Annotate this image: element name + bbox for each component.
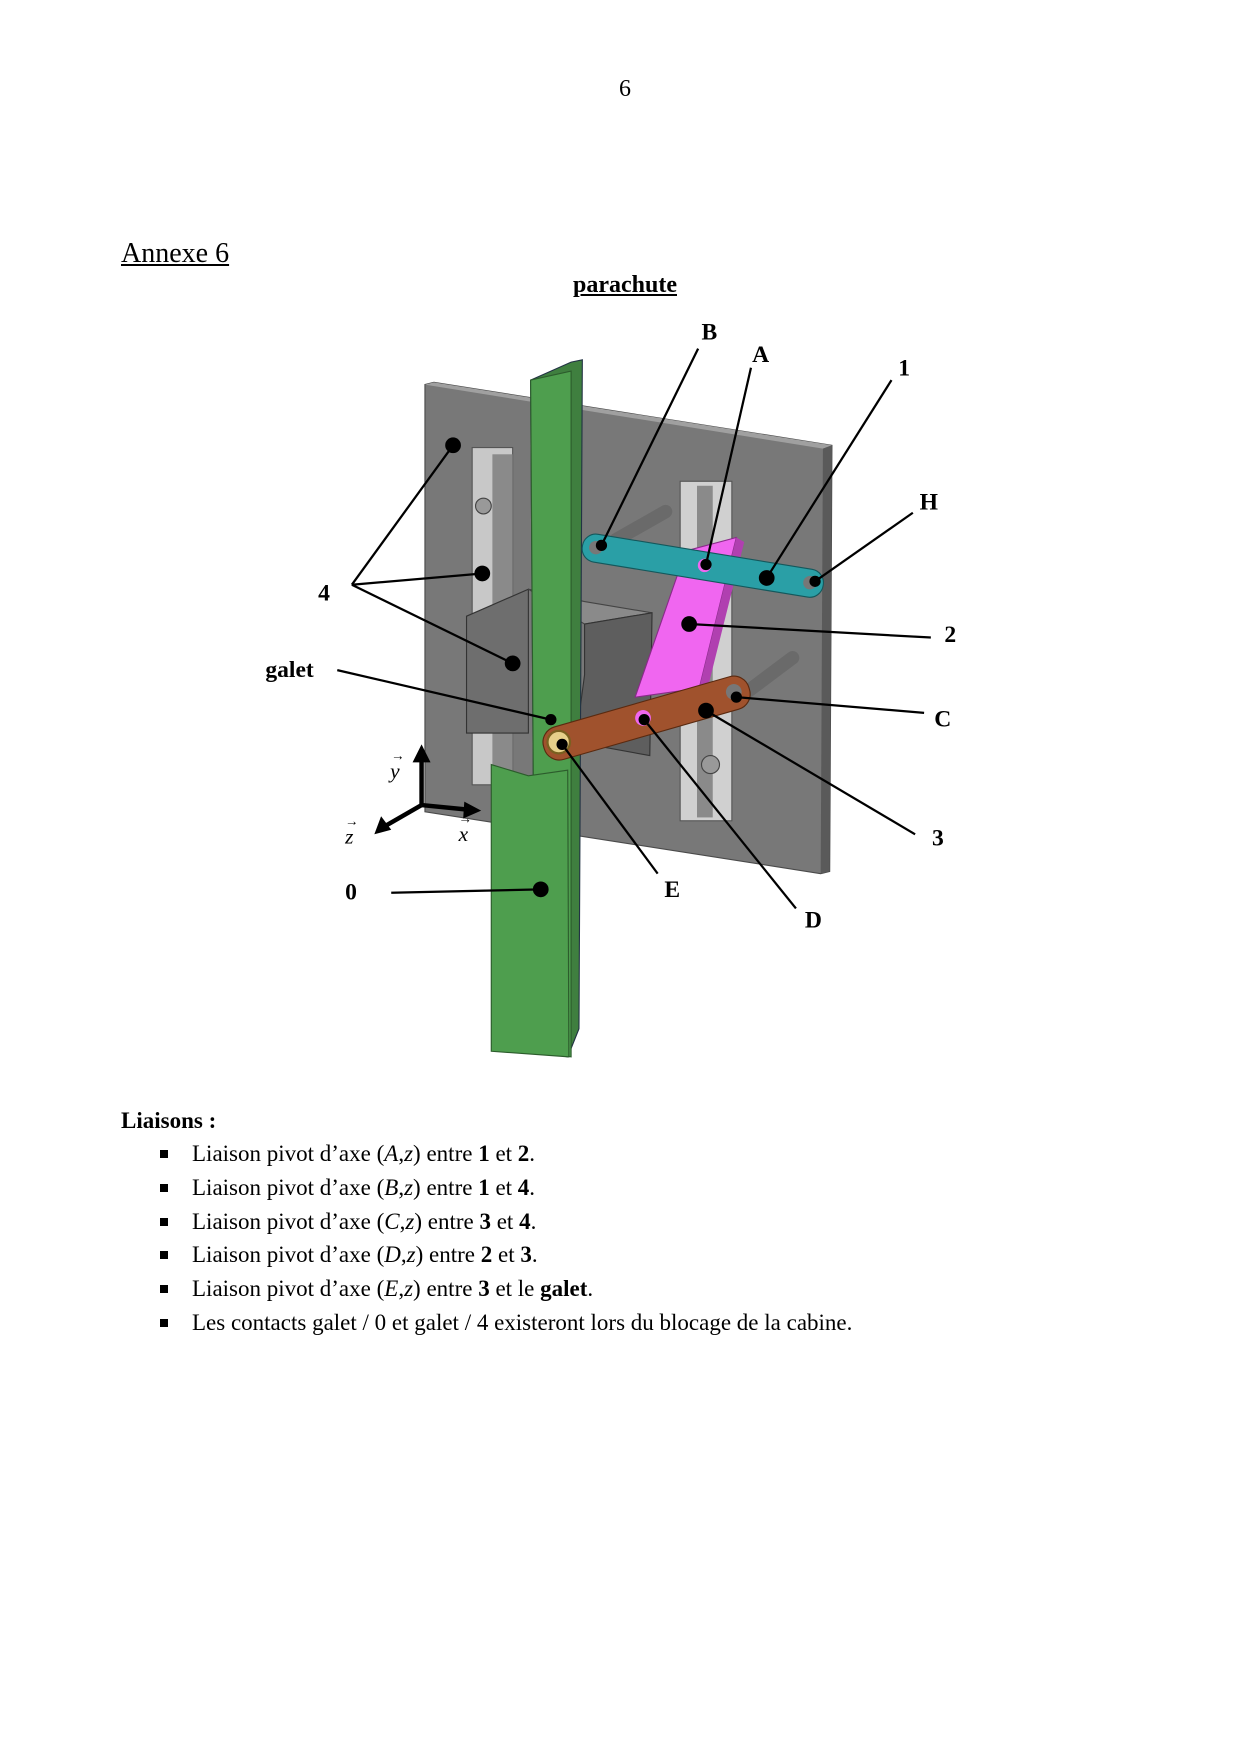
label-H: H <box>920 489 938 515</box>
item-text: entre <box>423 1242 481 1268</box>
item-text: . <box>531 1242 538 1268</box>
list-item: Liaison pivot d’axe (D,z) entre 2 et 3. <box>160 1238 852 1272</box>
item-text: entre <box>420 1174 479 1200</box>
bullet-square-icon <box>160 1183 168 1192</box>
item-axis: z <box>405 1208 415 1234</box>
item-text: Les contacts galet / 0 et galet / 4 exis… <box>192 1309 853 1335</box>
item-text: Liaison pivot d’axe <box>192 1276 377 1302</box>
list-item: Liaison pivot d’axe (B,z) entre 1 et 4. <box>160 1171 852 1205</box>
item-point: E <box>384 1276 399 1302</box>
item-point: A <box>384 1141 399 1166</box>
item-axis: z <box>404 1141 414 1166</box>
list-item: Liaison pivot d’axe (C,z) entre 3 et 4. <box>160 1205 852 1239</box>
axis-label-z: z <box>344 824 354 848</box>
axis-label-y: y <box>388 759 400 783</box>
item-text: Liaison pivot d’axe <box>192 1141 377 1166</box>
liaisons-heading: Liaisons : <box>121 1108 217 1133</box>
bullet-square-icon <box>160 1217 168 1226</box>
bullet-square-icon <box>160 1150 168 1158</box>
bullet-square-icon <box>160 1285 168 1294</box>
label-B: B <box>702 320 718 346</box>
figure-title: parachute <box>573 272 677 298</box>
bullet-square-icon <box>160 1251 168 1260</box>
item-part-b: galet <box>540 1276 588 1302</box>
label-C: C <box>934 706 951 732</box>
label-3: 3 <box>932 826 944 852</box>
item-axis: z <box>406 1242 416 1268</box>
label-4: 4 <box>318 580 330 606</box>
item-axis: z <box>404 1174 414 1200</box>
item-text: et <box>492 1242 521 1268</box>
list-item: Liaison pivot d’axe (A,z) entre 1 et 2. <box>160 1137 852 1171</box>
item-text: entre <box>422 1208 480 1234</box>
label-0: 0 <box>345 879 357 905</box>
item-text: entre <box>420 1141 479 1166</box>
item-text: entre <box>420 1276 479 1302</box>
label-D: D <box>805 908 822 934</box>
item-text: et <box>489 1141 518 1166</box>
liaisons-list: Liaison pivot d’axe (A,z) entre 1 et 2. … <box>160 1137 852 1340</box>
list-item: Liaison pivot d’axe (E,z) entre 3 et le … <box>160 1272 852 1306</box>
item-part-b: 4 <box>519 1208 531 1234</box>
item-text: Liaison pivot d’axe <box>192 1242 377 1268</box>
item-part-a: 1 <box>478 1174 490 1200</box>
label-A: A <box>752 342 769 368</box>
item-text: . <box>587 1276 594 1302</box>
item-text: et <box>489 1174 518 1200</box>
item-point: D <box>384 1242 401 1268</box>
axis-triad <box>374 744 482 835</box>
item-part-b: 4 <box>517 1174 530 1200</box>
item-part-a: 1 <box>478 1141 490 1166</box>
item-point: C <box>384 1208 400 1234</box>
block-4 <box>465 588 529 734</box>
item-part-b: 3 <box>520 1242 532 1268</box>
page-number: 6 <box>619 76 631 102</box>
item-text: . <box>529 1174 536 1200</box>
item-text: et <box>490 1208 520 1234</box>
item-text: . <box>530 1208 537 1234</box>
list-item: Les contacts galet / 0 et galet / 4 exis… <box>160 1306 852 1340</box>
label-2: 2 <box>944 622 956 648</box>
label-galet: galet <box>265 657 314 683</box>
item-axis: z <box>404 1276 414 1302</box>
item-part-a: 3 <box>478 1276 490 1302</box>
bullet-square-icon <box>160 1318 168 1327</box>
item-part-a: 3 <box>479 1208 491 1234</box>
vector-arrow-x: → <box>459 811 472 826</box>
item-part-a: 2 <box>480 1242 493 1268</box>
item-part-b: 2 <box>517 1141 530 1166</box>
axis-label-x: x <box>458 822 469 846</box>
leader-lines <box>337 348 931 910</box>
label-E: E <box>664 877 680 903</box>
label-1: 1 <box>898 356 910 382</box>
item-text: Liaison pivot d’axe <box>192 1174 377 1200</box>
item-text: et le <box>489 1276 541 1302</box>
vector-arrow-y: → <box>391 748 404 763</box>
item-text: . <box>529 1141 536 1166</box>
annex-title: Annexe 6 <box>121 238 230 269</box>
item-text: Liaison pivot d’axe <box>192 1208 377 1234</box>
item-point: B <box>384 1174 399 1200</box>
vector-arrow-z: → <box>345 813 358 828</box>
